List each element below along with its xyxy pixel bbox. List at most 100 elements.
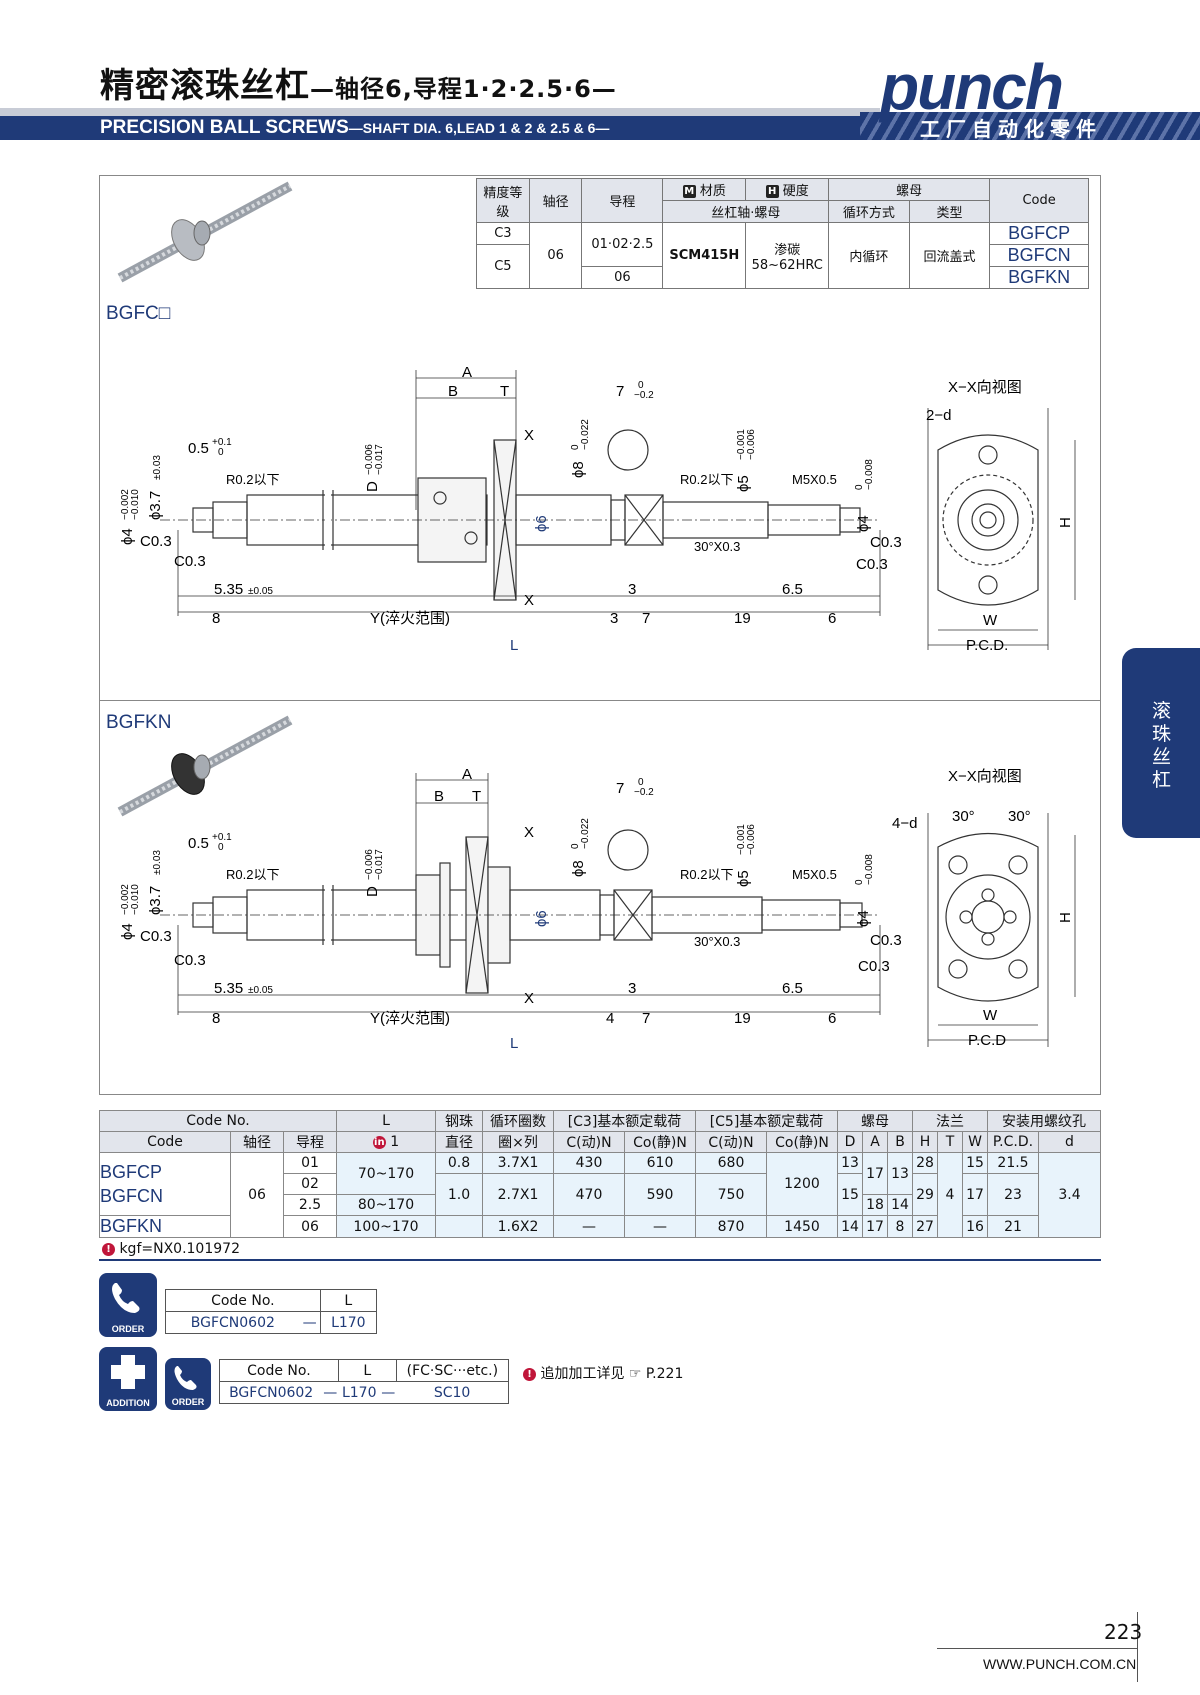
h-c3-dyn: C(动)N [553,1131,625,1153]
dim-phi4: ϕ4 [119,923,136,940]
h-shaft: 轴径 [528,178,583,223]
dim-4-bottom: 4 [606,1010,614,1027]
dim-0.5: 0.5 [188,835,209,852]
code-bgfcn[interactable]: BGFCN [989,244,1089,267]
dim-5.35: 5.35 [214,581,243,598]
dim-phi5-tol-up: −0.001 [736,824,747,855]
D-1: 13 [837,1152,863,1174]
dim-L: L [510,637,518,654]
loop-2: 2.7X1 [482,1173,554,1216]
header-gray-band [0,108,880,116]
h-code: Code [99,1131,231,1153]
d-1: 3.4 [1038,1152,1101,1238]
footer-line [937,1648,1137,1649]
h-loop2: 圈×列 [482,1131,554,1153]
dim-phi4-right: ϕ4 [855,910,872,927]
dim-c03-d: C0.3 [856,556,888,573]
pcd-2: 23 [987,1173,1039,1216]
code-bgfcp[interactable]: BGFCP [100,1162,163,1182]
type-value: 回流盖式 [908,222,991,289]
code-bgfcp[interactable]: BGFCP [989,222,1089,245]
dim-c03-b: C0.3 [174,952,206,969]
order-v-L: L170 [319,1311,378,1334]
dim-phi4-right: ϕ4 [855,515,872,532]
addition-icon[interactable]: ADDITION [99,1347,157,1411]
code-bgfkn[interactable]: BGFKN [99,1215,231,1238]
frame-divider [99,700,1101,701]
h-W: W [962,1131,988,1153]
pcd-1: 21.5 [987,1152,1039,1174]
order-icon[interactable]: ORDER [99,1273,157,1337]
circulation-value: 内循环 [828,222,910,289]
L-3: 100~170 [336,1215,436,1238]
dim-D: D [364,886,381,897]
dim-chamfer: 30°X0.3 [694,539,740,554]
section-side-tab[interactable] [1122,648,1200,838]
add-v-code: BGFCN0602 [219,1381,323,1404]
lead-1: 01·02·2.5 [581,222,664,267]
dim-phi6: ϕ6 [533,910,550,927]
lead-01: 01 [283,1152,337,1174]
h-T: T [937,1131,963,1153]
add-v-L: L170 [338,1381,381,1404]
loop-3: 1.6X2 [482,1215,554,1238]
h-hardness: H 硬度 [745,178,830,201]
dim-T: T [472,788,481,805]
warning-icon: ! [523,1367,536,1381]
A-1: 17 [862,1152,888,1195]
T-1: 4 [937,1152,963,1238]
order-example-table: Code No.L BGFCN0602 — L170 [164,1289,378,1334]
dim-D: D [364,481,381,492]
order-icon-small[interactable]: ORDER [165,1358,211,1410]
addition-note-page[interactable]: P.221 [645,1366,684,1382]
h-hardness-label: 硬度 [782,184,809,199]
dimension-data-table: Code No. L 钢珠 循环圈数 [C3]基本额定载荷 [C5]基本额定载荷… [99,1110,1101,1238]
brand-logo-area: punch 工厂自动化零件 [860,50,1200,145]
dim-7-tol-up: 0 [638,380,644,391]
hardness-icon: H [765,185,779,198]
h-hole: 安装用螺纹孔 [987,1110,1101,1132]
material-value: SCM415H [662,222,747,289]
dim-phi5-tol-dn: −0.006 [746,429,757,460]
h-c5-stat: Co(静)N [766,1131,838,1153]
dim-X-bottom: X [524,592,534,609]
site-url[interactable]: WWW.PUNCH.COM.CN [983,1656,1137,1672]
loop-1: 3.7X1 [482,1152,554,1174]
title-main: 精密滚珠丝杠 [100,66,310,106]
unit-note-text: kgf=NX0.101972 [119,1241,240,1257]
dim-r02-left: R0.2以下 [226,472,279,487]
dim-W: W [983,612,998,629]
ball-2: 1.0 [435,1173,483,1216]
code-bgfcn[interactable]: BGFCN [100,1186,163,1206]
dim-4-d: 4−d [892,815,917,832]
dim-7-bottom: 7 [642,610,650,627]
dim-8: 8 [212,1010,220,1027]
dim-r02-right: R0.2以下 [680,472,733,487]
dim-6.5: 6.5 [782,581,803,598]
dim-L: L [510,1035,518,1052]
lead-2.5: 2.5 [283,1194,337,1216]
dim-B: B [448,383,458,400]
h-lead: 导程 [283,1131,337,1153]
dim-pcd: P.C.D [968,1032,1006,1049]
grade-c5: C5 [476,244,530,289]
dim-X-top: X [524,824,534,841]
dim-7-bottom: 7 [642,1010,650,1027]
h-circulation: 循环方式 [828,200,910,223]
dim-phi37-tol: ±0.03 [152,850,163,875]
dim-phi4-tol-dn: −0.010 [130,489,141,520]
code-bgfkn[interactable]: BGFKN [989,266,1089,289]
phone-icon [174,1366,197,1390]
dim-phi8-tol-dn: −0.022 [580,419,591,450]
dim-B: B [434,788,444,805]
dim-3-upper: 3 [628,581,636,598]
title-sub: —轴径6,导程1·2·2.5·6— [310,75,617,103]
dim-W: W [983,1007,998,1024]
c5stat-2: 1450 [766,1215,838,1238]
dim-7-tol-up: 0 [638,777,644,788]
h-loop: 循环圈数 [482,1110,554,1132]
addition-icon-label: ADDITION [106,1398,150,1408]
h-shaft: 轴径 [230,1131,284,1153]
dim-phi8: ϕ8 [570,860,587,877]
